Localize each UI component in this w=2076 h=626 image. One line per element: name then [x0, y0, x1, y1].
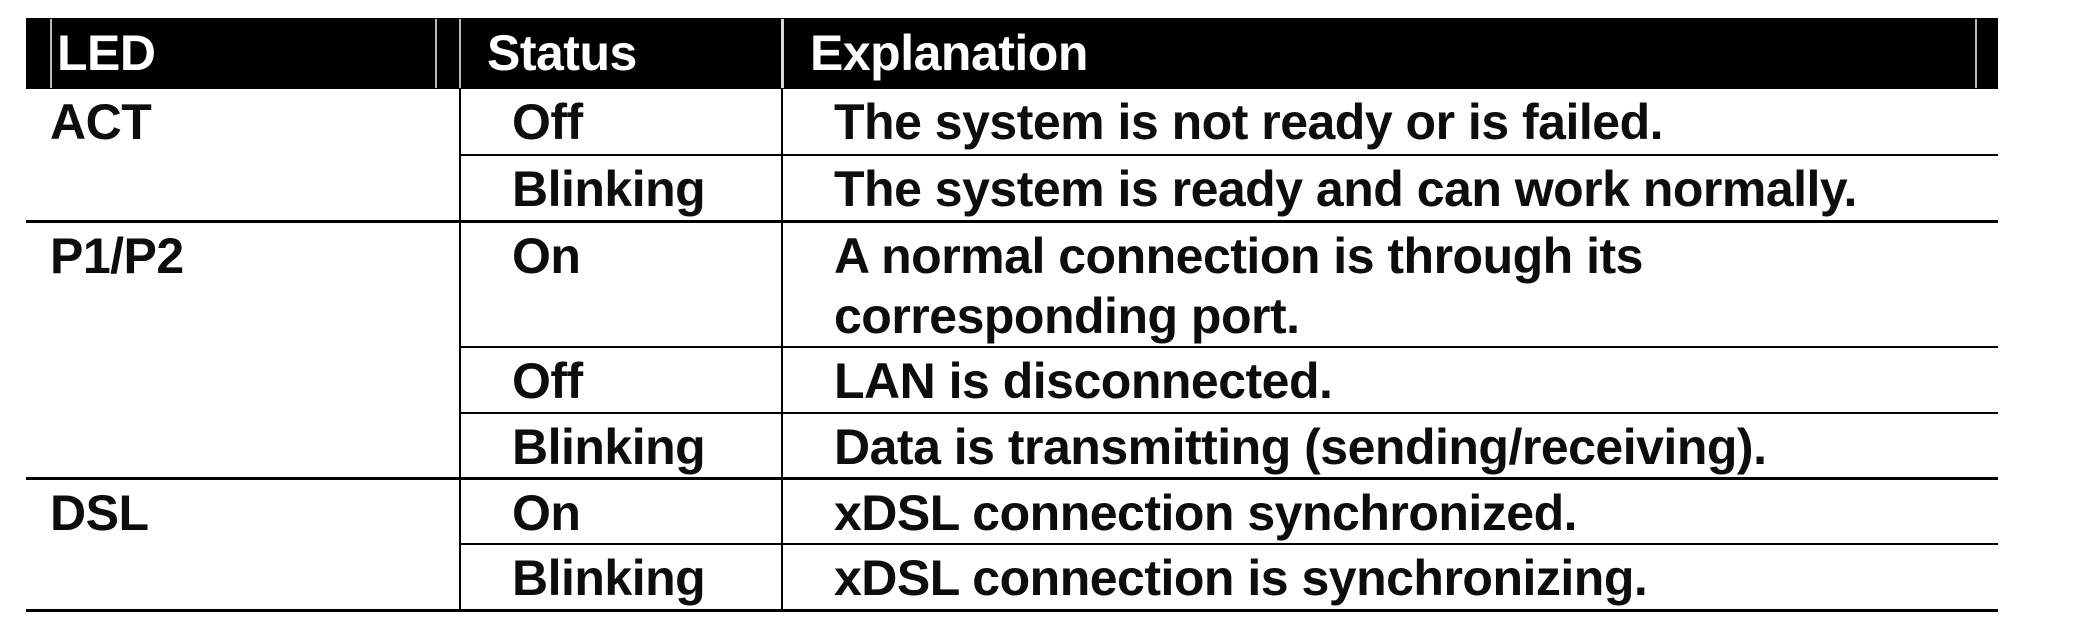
status-label: Blinking — [512, 418, 706, 475]
status-label: On — [512, 485, 581, 541]
explanation-text: The system is ready and can work normall… — [834, 161, 1857, 217]
explanation-cell: A normal connection is through its corre… — [781, 219, 1998, 347]
status-label: On — [512, 227, 581, 284]
status-label: Blinking — [512, 550, 706, 606]
explanation-text: The system is not ready or is failed. — [834, 94, 1664, 150]
led-cell: ACT — [26, 89, 460, 221]
status-cell: Blinking — [459, 543, 782, 612]
explanation-cell: The system is ready and can work normall… — [781, 154, 1998, 221]
explanation-text: xDSL connection is synchronizing. — [834, 550, 1648, 606]
explanation-cell: xDSL connection synchronized. — [781, 477, 1998, 544]
status-cell: On — [459, 477, 782, 544]
explanation-cell: LAN is disconnected. — [781, 345, 1998, 413]
status-label: Off — [512, 94, 583, 150]
table-row: Blinking xDSL connection is synchronizin… — [26, 543, 1998, 612]
header-cell-led: LED — [57, 25, 156, 81]
header-cell-gap — [1975, 19, 1977, 88]
explanation-cell: xDSL connection is synchronizing. — [781, 543, 1998, 612]
explanation-text: xDSL connection synchronized. — [834, 485, 1578, 541]
header-cell-gap — [435, 19, 437, 88]
status-cell: On — [459, 219, 782, 347]
status-cell: Off — [459, 89, 782, 155]
table-row: P1/P2 On A normal connection is through … — [26, 219, 1998, 479]
explanation-text: A normal connection is through its corre… — [834, 227, 1643, 344]
header-cell-explanation: Explanation — [810, 25, 1088, 81]
led-label: DSL — [50, 485, 149, 541]
header-cell-gap — [459, 19, 461, 88]
header-cell-gap — [781, 19, 784, 88]
explanation-cell: Data is transmitting (sending/receiving)… — [781, 411, 1998, 479]
table-row: Blinking The system is ready and can wor… — [26, 154, 1998, 221]
explanation-text: Data is transmitting (sending/receiving)… — [834, 418, 1767, 475]
explanation-cell: The system is not ready or is failed. — [781, 89, 1998, 155]
status-cell: Blinking — [459, 411, 782, 479]
status-label: Blinking — [512, 161, 706, 217]
table-body: ACT Off The system is not ready or is fa… — [26, 89, 1998, 612]
led-cell: P1/P2 — [26, 219, 460, 479]
header-cell-gap — [50, 19, 52, 88]
table-header-row: LED Status Explanation — [26, 18, 1998, 89]
status-label: Off — [512, 352, 583, 409]
explanation-text: LAN is disconnected. — [834, 352, 1333, 409]
table-row: DSL On xDSL connection synchronized. — [26, 477, 1998, 612]
led-cell: DSL — [26, 477, 460, 612]
header-cell-status: Status — [487, 25, 637, 81]
led-label: ACT — [50, 94, 152, 150]
status-cell: Off — [459, 345, 782, 413]
table-row: Blinking Data is transmitting (sending/r… — [26, 411, 1998, 479]
table-row: Off LAN is disconnected. — [26, 345, 1998, 413]
led-status-table: LED Status Explanation ACT Off The syste… — [26, 18, 1998, 612]
status-cell: Blinking — [459, 154, 782, 221]
led-label: P1/P2 — [50, 227, 184, 284]
table-row: ACT Off The system is not ready or is fa… — [26, 89, 1998, 155]
